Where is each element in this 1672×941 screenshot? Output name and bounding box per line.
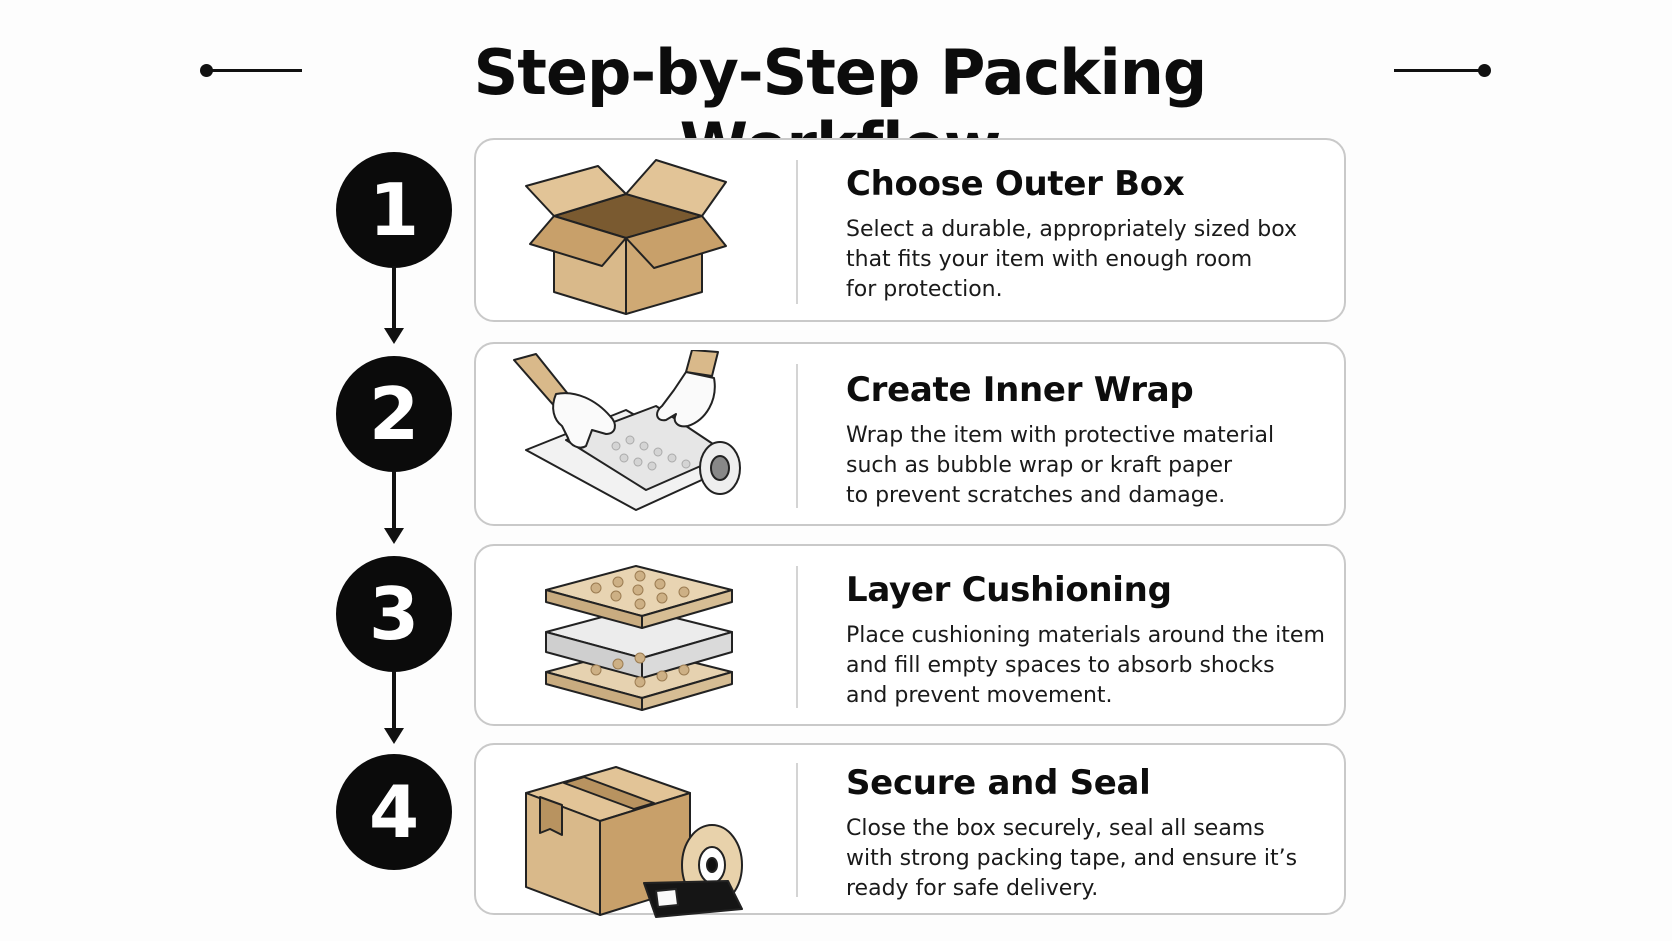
step-1-line-1: Select a durable, appropriately sized bo… — [846, 217, 1298, 242]
connector-3-4 — [392, 670, 396, 730]
step-2-line-3: to prevent scratches and damage. — [846, 483, 1226, 508]
step-3-line-3: and prevent movement. — [846, 683, 1113, 708]
step-4-heading: Secure and Seal — [846, 763, 1151, 803]
gloved-hands-bubble-wrap-icon — [513, 350, 741, 511]
step-4-line-1: Close the box securely, seal all seams — [846, 816, 1265, 841]
step-4-line-2: with strong packing tape, and ensure it’… — [846, 846, 1298, 871]
step-3-heading: Layer Cushioning — [846, 570, 1172, 610]
step-2-number-badge: 2 — [336, 356, 452, 472]
step-1-card: Choose Outer Box Select a durable, appro… — [474, 138, 1346, 322]
title-right-dot — [1478, 64, 1491, 77]
step-3-description: Place cushioning materials around the it… — [846, 621, 1325, 711]
step-3-number-badge: 3 — [336, 556, 452, 672]
step-2-line-2: such as bubble wrap or kraft paper — [846, 453, 1233, 478]
step-timeline: 1 2 3 4 — [0, 0, 452, 941]
card-divider — [796, 566, 798, 708]
arrow-down-icon — [384, 528, 404, 544]
open-box-icon — [525, 159, 727, 315]
connector-1-2 — [392, 266, 396, 330]
arrow-down-icon — [384, 328, 404, 344]
arrow-down-icon — [384, 728, 404, 744]
step-4-card: Secure and Seal Close the box securely, … — [474, 743, 1346, 918]
title-left-rule — [206, 69, 302, 72]
sealed-box-tape-dispenser-icon — [525, 766, 743, 918]
step-1-line-2: that fits your item with enough room — [846, 247, 1253, 272]
card-divider — [796, 160, 798, 304]
step-2-description: Wrap the item with protective material s… — [846, 421, 1316, 511]
step-1-heading: Choose Outer Box — [846, 164, 1185, 204]
step-3-line-1: Place cushioning materials around the it… — [846, 623, 1325, 648]
step-2-line-1: Wrap the item with protective material — [846, 423, 1275, 448]
cushion-layers-icon — [545, 565, 733, 711]
card-divider — [796, 364, 798, 508]
step-4-line-3: ready for safe delivery. — [846, 876, 1099, 901]
step-3-line-2: and fill empty spaces to absorb shocks — [846, 653, 1275, 678]
step-1-number-badge: 1 — [336, 152, 452, 268]
connector-2-3 — [392, 470, 396, 530]
step-2-card: Create Inner Wrap Wrap the item with pro… — [474, 342, 1346, 526]
title-right-rule — [1394, 69, 1488, 72]
step-4-number-badge: 4 — [336, 754, 452, 870]
step-1-line-3: for protection. — [846, 277, 1003, 302]
card-divider — [796, 763, 798, 897]
step-3-card: Layer Cushioning Place cushioning materi… — [474, 544, 1346, 726]
step-4-description: Close the box securely, seal all seams w… — [846, 814, 1316, 904]
step-2-heading: Create Inner Wrap — [846, 370, 1194, 410]
step-1-description: Select a durable, appropriately sized bo… — [846, 215, 1316, 305]
